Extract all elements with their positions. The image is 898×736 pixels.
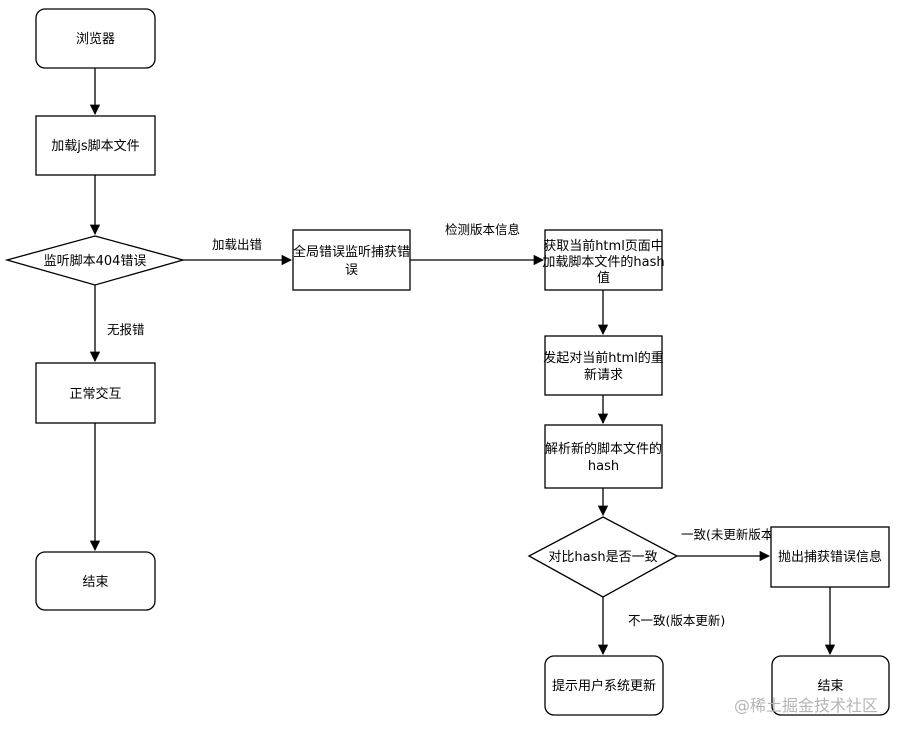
node-get-hash: 获取当前html页面中 加载脚本文件的hash 值	[542, 229, 665, 291]
node-listen-404: 监听脚本404错误	[4, 235, 186, 286]
node-get-hash-line-2: 加载脚本文件的hash	[542, 254, 664, 270]
node-parse-hash-line-1: 解析新的脚本文件的	[545, 441, 662, 457]
node-end-right-label: 结束	[817, 679, 843, 694]
edge-label-no-error: 无报错	[107, 322, 145, 337]
node-global-catch-line-1: 全局错误监听捕获错	[293, 244, 410, 260]
node-throw-error: 抛出捕获错误信息	[770, 526, 890, 588]
edge-label-consistent: 一致(未更新版本)	[681, 527, 778, 542]
connectors	[89, 68, 836, 656]
node-parse-hash: 解析新的脚本文件的 hash	[544, 424, 663, 489]
edge-label-load-error: 加载出错	[212, 237, 262, 252]
node-rerequest-line-1: 发起对当前html的重	[543, 350, 664, 366]
node-get-hash-line-3: 值	[597, 270, 610, 286]
edge-label-inconsistent: 不一致(版本更新)	[628, 613, 725, 628]
node-compare-hash: 对比hash是否一致	[527, 516, 679, 598]
node-notify-label: 提示用户系统更新	[552, 678, 656, 694]
node-listen-404-label: 监听脚本404错误	[44, 253, 147, 269]
node-rerequest-line-2: 新请求	[584, 367, 623, 383]
node-browser: 浏览器	[35, 8, 156, 69]
node-normal-label: 正常交互	[69, 386, 121, 402]
node-end-right: 结束	[771, 655, 890, 716]
node-browser-label: 浏览器	[76, 31, 115, 47]
node-load-js-label: 加载js脚本文件	[51, 138, 139, 154]
node-rerequest: 发起对当前html的重 新请求	[543, 335, 664, 396]
node-get-hash-line-1: 获取当前html页面中	[543, 238, 664, 254]
node-parse-hash-line-2: hash	[588, 459, 619, 474]
node-global-catch: 全局错误监听捕获错 误	[292, 229, 411, 291]
node-normal-interaction: 正常交互	[35, 362, 156, 424]
node-end-left-label: 结束	[82, 575, 108, 590]
node-end-left: 结束	[35, 551, 156, 611]
edge-labels: 加载出错 无报错 检测版本信息 一致(未更新版本) 不一致(版本更新)	[107, 222, 778, 628]
node-throw-error-label: 抛出捕获错误信息	[778, 549, 882, 565]
node-notify-update: 提示用户系统更新	[544, 655, 664, 716]
node-load-js: 加载js脚本文件	[35, 115, 156, 176]
node-global-catch-line-2: 误	[345, 263, 358, 278]
node-compare-label: 对比hash是否一致	[548, 550, 657, 565]
edge-label-check-version: 检测版本信息	[445, 222, 520, 237]
watermark: @稀土掘金技术社区	[734, 696, 878, 715]
